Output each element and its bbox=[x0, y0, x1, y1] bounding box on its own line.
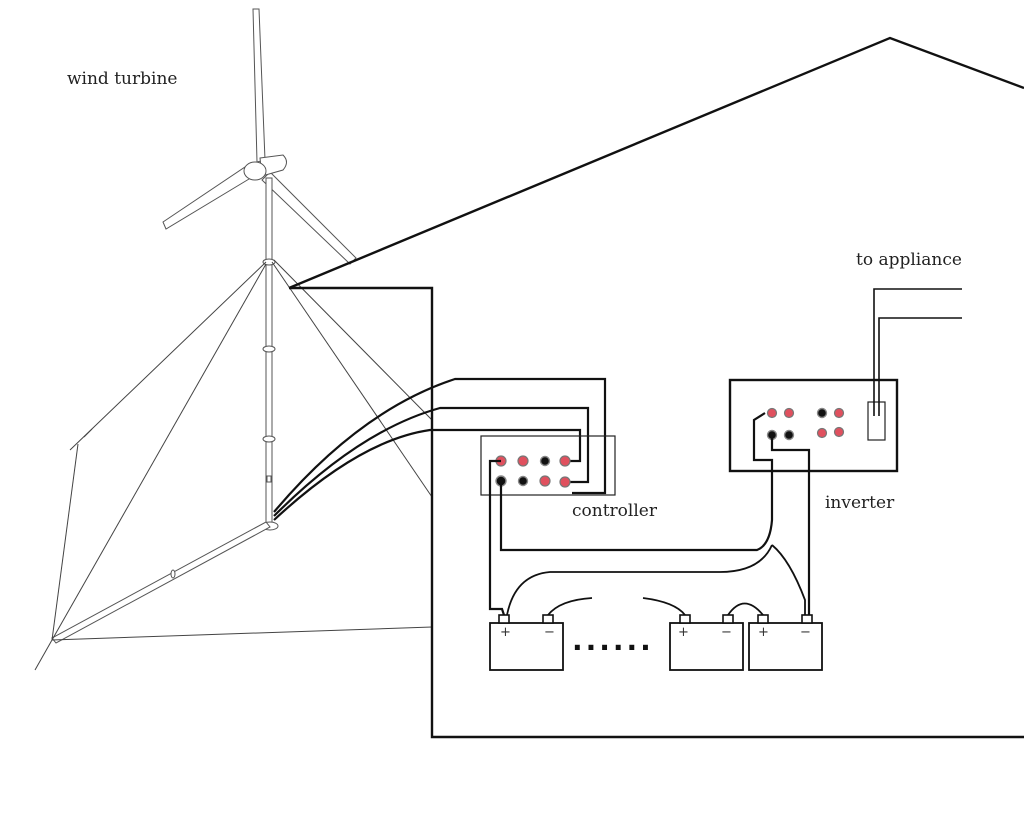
battery-1-positive-terminal bbox=[498, 614, 510, 624]
mast-collar-1 bbox=[262, 345, 276, 353]
wind-turbine-label: wind turbine bbox=[67, 69, 177, 89]
guy-wire-left-far bbox=[69, 261, 267, 451]
appliance-output-cables: to appliance bbox=[856, 250, 962, 416]
turbine-blade-right bbox=[261, 171, 357, 265]
inverter-terminal-3 bbox=[816, 407, 828, 419]
battery-n-minus-1: + − bbox=[669, 614, 744, 671]
mast-collar-2 bbox=[262, 435, 276, 443]
battery-n-minus-1-body bbox=[669, 622, 744, 671]
inverter-ac-outlet bbox=[867, 401, 886, 441]
turbine-blade-up bbox=[252, 8, 266, 163]
battery-n-body bbox=[748, 622, 823, 671]
guy-wire-left bbox=[51, 263, 267, 641]
controller-terminal-6 bbox=[517, 475, 529, 487]
series-link-2 bbox=[642, 597, 686, 616]
battery-ellipsis: ...... bbox=[572, 624, 654, 657]
turbine-hub bbox=[243, 161, 267, 181]
battery-1-negative-terminal bbox=[542, 614, 554, 624]
ground-stake bbox=[34, 639, 53, 671]
house-roof bbox=[288, 36, 1024, 290]
controller-terminal-wind-3 bbox=[539, 475, 551, 487]
controller: controller bbox=[480, 435, 658, 521]
battery-bank: + − ...... + − + − bbox=[489, 614, 823, 671]
battery-wiring bbox=[488, 412, 811, 616]
inverter-terminals bbox=[766, 407, 845, 441]
inverter-terminal-6 bbox=[783, 429, 795, 441]
battery-1: + − bbox=[489, 614, 564, 671]
battery-1-body bbox=[489, 622, 564, 671]
controller-terminal-3 bbox=[539, 455, 551, 467]
battery-n-plus-sign: + bbox=[758, 625, 769, 640]
inverter-label: inverter bbox=[825, 493, 895, 513]
inverter-box bbox=[728, 378, 899, 473]
controller-terminal-2 bbox=[517, 455, 529, 467]
battery-n-minus-sign: − bbox=[800, 625, 811, 640]
inverter-terminal-4 bbox=[833, 407, 845, 419]
mast-junction bbox=[266, 475, 272, 483]
wind-turbine bbox=[34, 8, 433, 671]
turbine-cable-1 bbox=[273, 377, 607, 513]
battery-negative-bus bbox=[771, 544, 806, 615]
house-wall bbox=[289, 286, 1024, 739]
inverter-terminal-7 bbox=[816, 427, 828, 439]
battery-n-minus-1-minus-sign: − bbox=[721, 625, 732, 640]
battery-n-minus-1-negative-terminal bbox=[722, 614, 734, 624]
battery-n-negative-terminal bbox=[801, 614, 813, 624]
to-appliance-label: to appliance bbox=[856, 250, 962, 270]
battery-positive-to-inverter bbox=[506, 544, 773, 616]
inverter-terminal-2 bbox=[783, 407, 795, 419]
battery-n-minus-1-positive-terminal bbox=[679, 614, 691, 624]
mast-collar-top bbox=[262, 258, 276, 266]
controller-terminal-wind-1 bbox=[559, 455, 571, 467]
controller-terminals bbox=[495, 455, 571, 488]
inverter-to-battery-negative bbox=[770, 435, 811, 615]
controller-label: controller bbox=[572, 501, 658, 521]
house bbox=[288, 36, 1024, 739]
controller-box bbox=[480, 435, 616, 496]
series-link-3 bbox=[727, 602, 764, 616]
guy-wire-right bbox=[271, 261, 433, 498]
ground-line bbox=[51, 626, 433, 641]
turbine-cable-2 bbox=[273, 406, 590, 517]
guy-wire-right-2 bbox=[273, 259, 433, 421]
controller-to-battery-negative bbox=[499, 412, 774, 552]
inverter-terminal-8 bbox=[833, 426, 845, 438]
turbine-cable-3 bbox=[273, 428, 582, 521]
battery-n-positive-terminal bbox=[757, 614, 769, 624]
inverter: inverter bbox=[728, 378, 899, 513]
series-link-1 bbox=[547, 597, 593, 616]
battery-1-minus-sign: − bbox=[544, 625, 555, 640]
battery-n: + − bbox=[748, 614, 823, 671]
anchor-line-left bbox=[51, 443, 79, 641]
appliance-cable-2 bbox=[878, 317, 962, 416]
turbine-nacelle bbox=[259, 154, 287, 177]
battery-1-plus-sign: + bbox=[500, 625, 511, 640]
controller-to-battery-positive bbox=[488, 459, 506, 616]
inverter-terminal-1 bbox=[766, 407, 778, 419]
controller-terminal-wind-2 bbox=[559, 476, 571, 488]
appliance-cable-1 bbox=[873, 288, 962, 416]
gin-pole bbox=[51, 521, 271, 644]
gin-pole-joint bbox=[170, 569, 176, 579]
turbine-output-cables bbox=[273, 377, 607, 521]
turnbuckle bbox=[83, 428, 93, 438]
battery-n-minus-1-plus-sign: + bbox=[678, 625, 689, 640]
turbine-blade-left bbox=[162, 164, 255, 230]
